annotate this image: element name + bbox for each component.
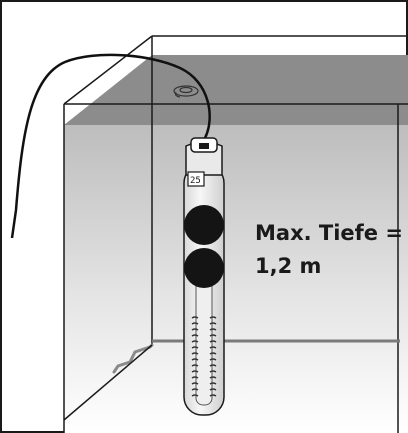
heater-display-glyph: 25 bbox=[190, 176, 201, 186]
tank-top-left-edge bbox=[63, 35, 153, 105]
suction-cup-upper bbox=[184, 205, 224, 245]
heating-coil-left bbox=[191, 316, 199, 397]
water-body bbox=[64, 125, 408, 433]
water-surface bbox=[64, 55, 408, 125]
cover-hole-inner bbox=[179, 86, 193, 94]
cover-hole-curl bbox=[174, 91, 181, 98]
depth-label-line1: Max. Tiefe = bbox=[255, 221, 403, 245]
suction-cup-lower bbox=[184, 248, 224, 288]
heating-coil-right bbox=[209, 316, 217, 397]
heater-cap-knob bbox=[199, 143, 209, 149]
power-cable bbox=[10, 53, 211, 239]
heater-inner-rod bbox=[195, 279, 213, 406]
cover-hole-outer bbox=[173, 85, 199, 97]
tank-floor-left-edge bbox=[63, 344, 153, 421]
depth-label-line2: 1,2 m bbox=[255, 254, 322, 278]
heater-display bbox=[187, 171, 205, 187]
